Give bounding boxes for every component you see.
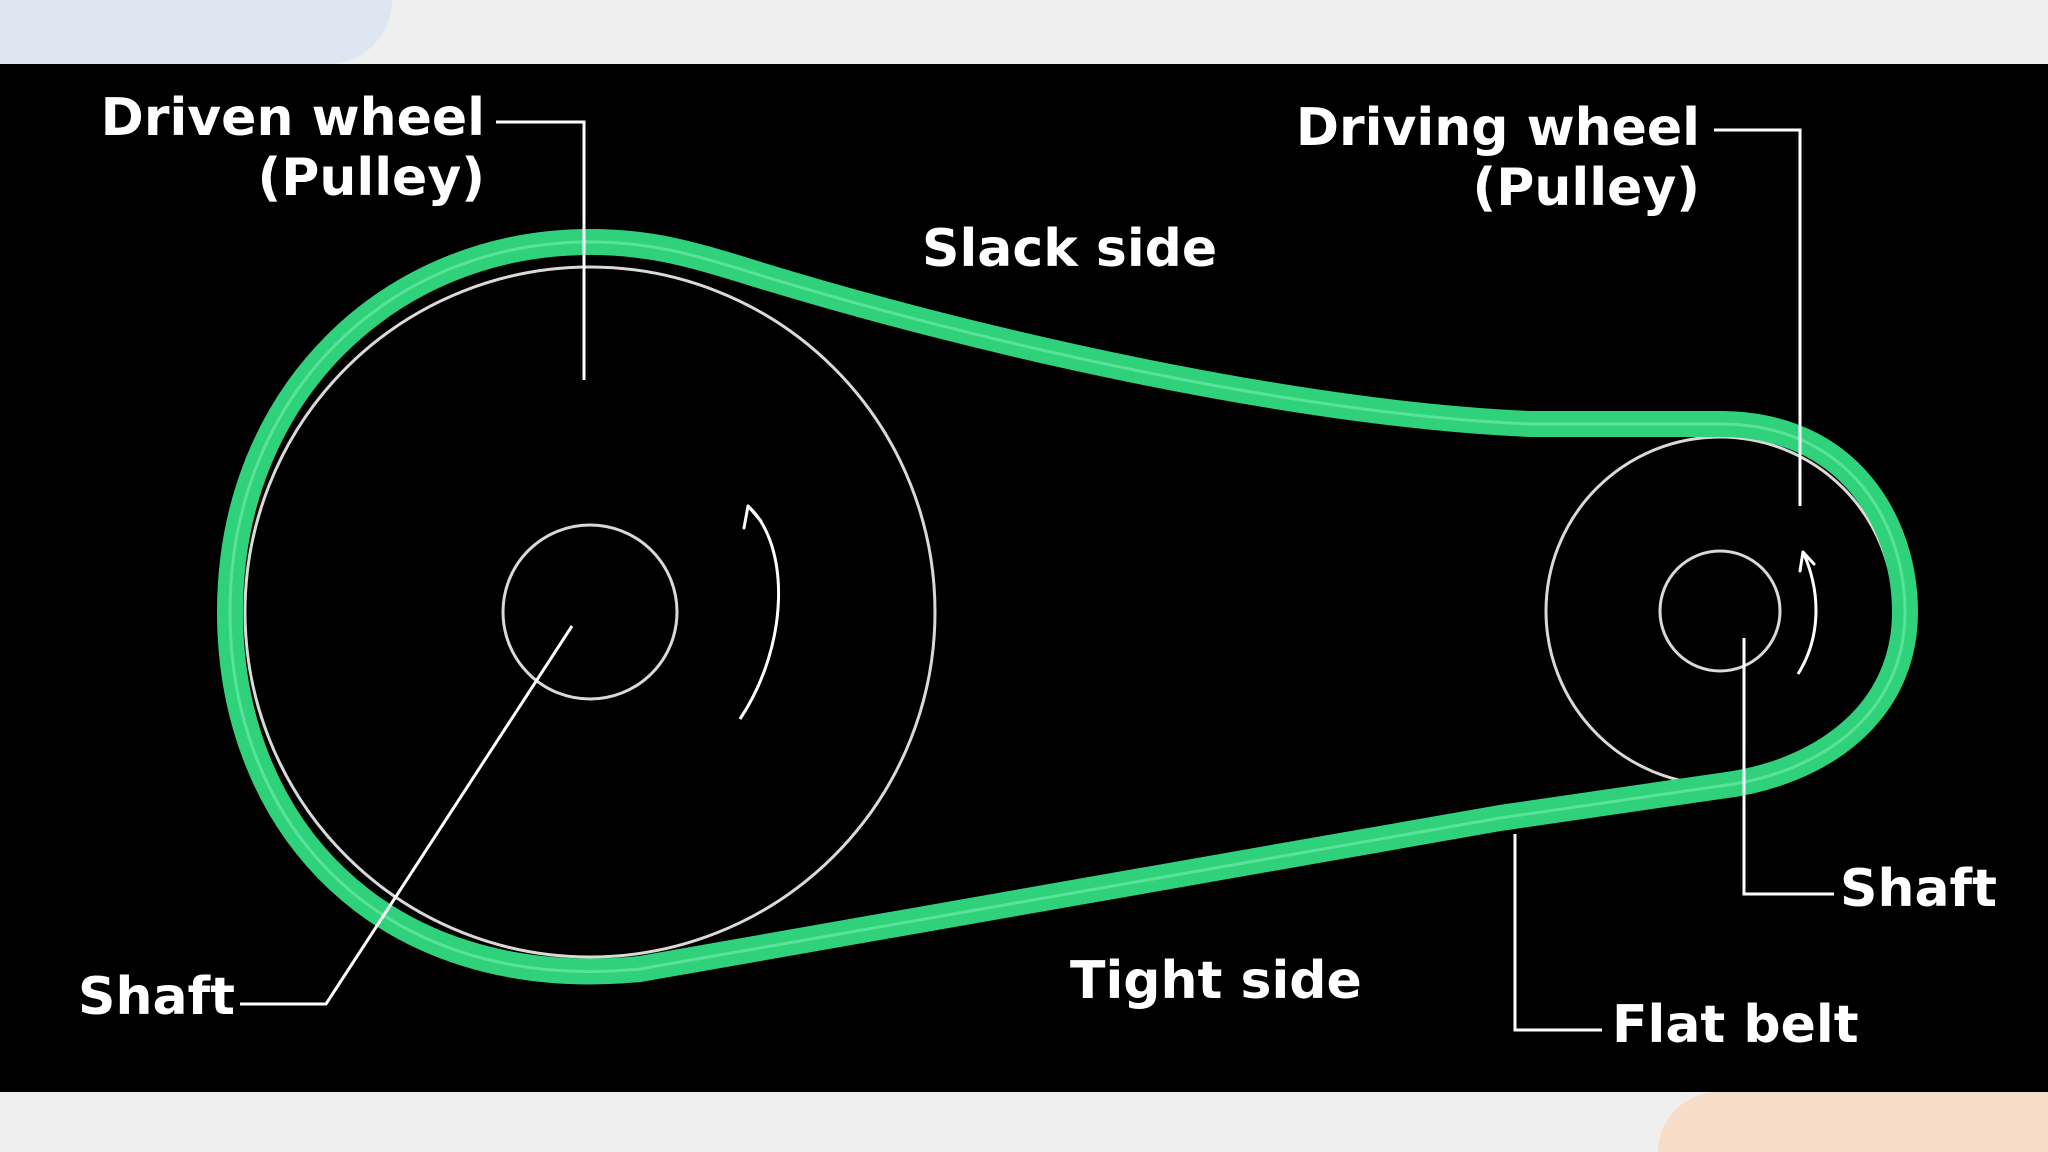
flat-belt-leader [1513,834,1602,1032]
driving-wheel-label-line2: (Pulley) [1472,157,1700,218]
driven-rotation-arrow [738,504,780,720]
decorative-corner-bottom-right [1658,1092,2048,1152]
left-shaft-label: Shaft [78,967,236,1027]
driven-wheel-label-line2: (Pulley) [257,147,485,208]
flat-belt [217,229,1918,985]
driving-shaft-circle [1658,549,1782,673]
decorative-corner-top-left [0,0,392,64]
driving-wheel-label-line1: Driving wheel [1295,98,1700,158]
driven-rotation-arrowhead-icon [742,504,763,530]
slack-side-label: Slack side [922,219,1218,279]
driving-rotation-arrowhead-icon [1798,550,1816,573]
belt-drive-diagram: Driven wheel (Pulley) Driving wheel (Pul… [0,64,2048,1092]
driven-wheel-label-line1: Driven wheel [100,88,485,148]
right-shaft-leader [1742,638,1834,896]
tight-side-label: Tight side [1070,951,1362,1011]
driving-rotation-arrow [1796,551,1818,675]
flat-belt-label: Flat belt [1612,995,1859,1055]
right-shaft-label: Shaft [1840,859,1998,919]
driven-shaft-circle [501,523,679,701]
flat-belt-highlight [228,240,1907,973]
driven-wheel-leader [496,120,586,380]
driven-wheel-label: Driven wheel (Pulley) [100,88,485,209]
driving-wheel-label: Driving wheel (Pulley) [1295,98,1700,219]
driven-wheel-outline [243,265,937,959]
diagram-canvas [217,120,1918,1032]
driving-wheel-leader [1714,128,1802,506]
left-shaft-leader [240,625,574,1006]
